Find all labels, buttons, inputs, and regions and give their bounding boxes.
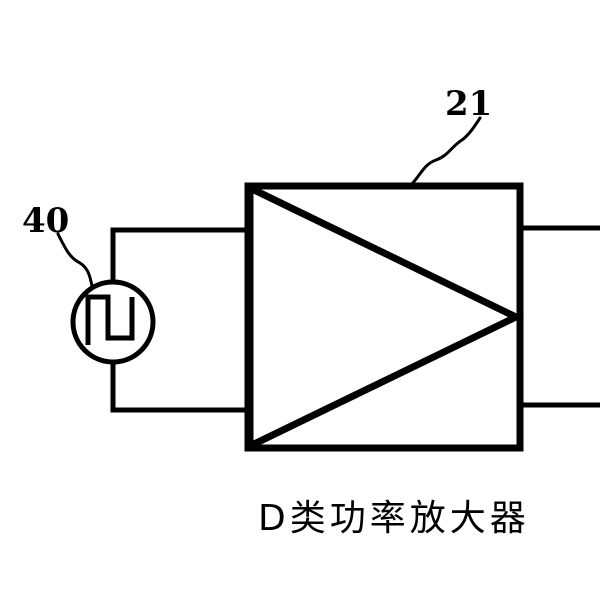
bottom-input-wire bbox=[110, 362, 251, 413]
source-leader-line bbox=[56, 232, 94, 288]
square-wave-icon bbox=[85, 294, 135, 345]
square-wave-source-circle bbox=[70, 279, 156, 365]
source-reference-number: 40 bbox=[22, 201, 69, 241]
top-input-wire bbox=[110, 227, 251, 288]
amplifier-reference-number: 21 bbox=[445, 84, 492, 124]
amplifier-leader-line bbox=[408, 116, 482, 188]
amplifier-triangle bbox=[246, 182, 525, 452]
amplifier-caption: D类功率放大器 bbox=[258, 498, 530, 539]
amplifier-box bbox=[244, 182, 524, 452]
